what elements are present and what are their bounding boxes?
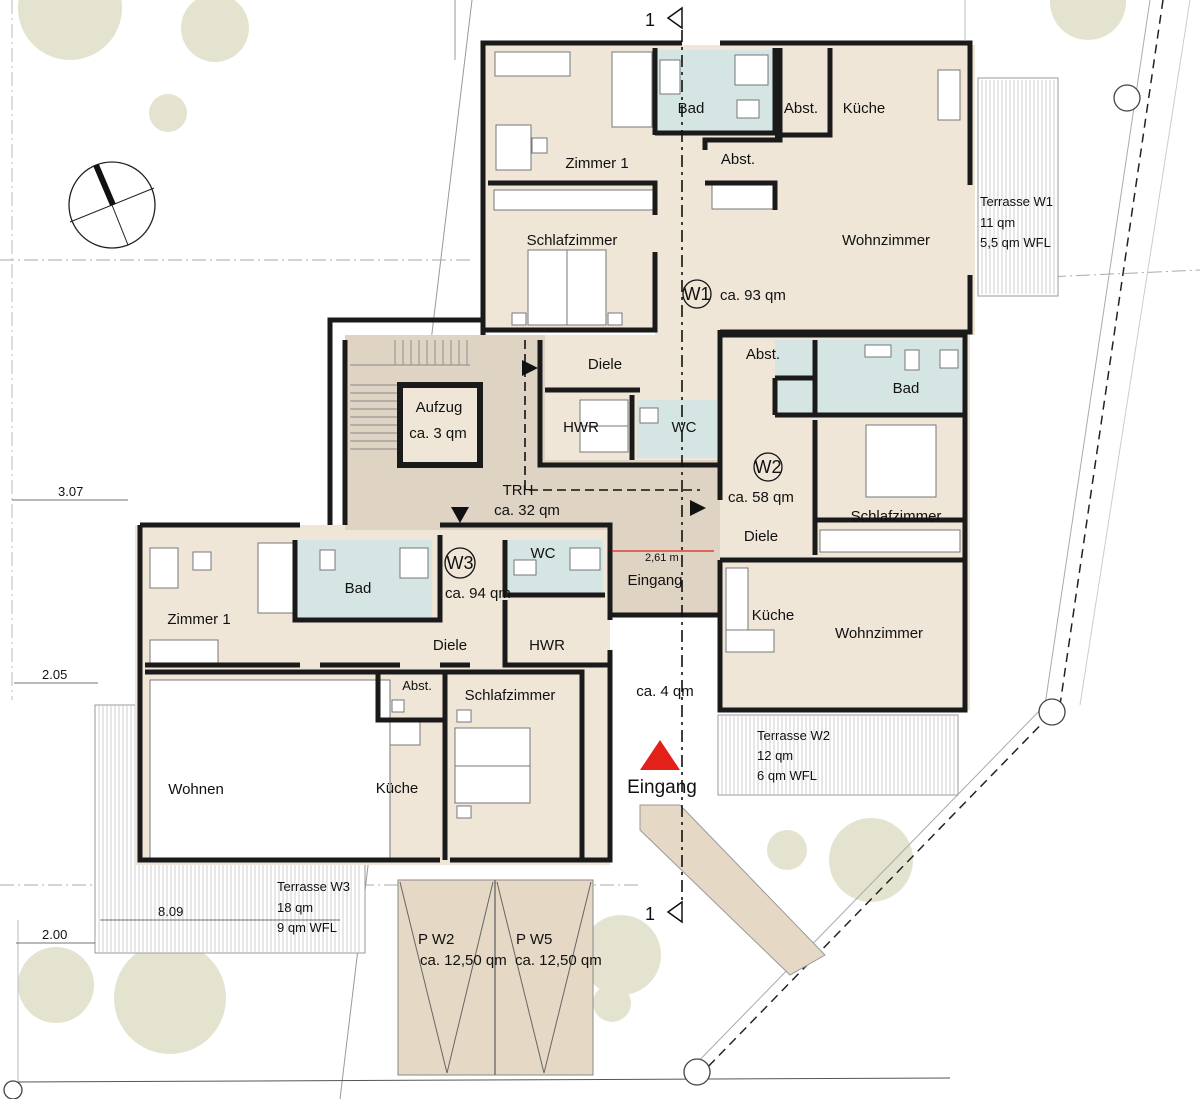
walls (137, 40, 973, 863)
dimension-label: 2.00 (42, 927, 67, 942)
room-label-w3-hwr: HWR (529, 637, 565, 654)
room-label-w2-diele: Diele (744, 528, 778, 545)
room-label-w2-bad: Bad (893, 380, 920, 397)
terrace-w1-wfl: 5,5 qm WFL (980, 235, 1051, 250)
parking-pw5-name: P W5 (516, 931, 552, 948)
room-label-w1-diele: Diele (588, 356, 622, 373)
room-label-w3-diele: Diele (433, 637, 467, 654)
parking-pw2-name: P W2 (418, 931, 454, 948)
room-label-w2-wohnzimmer: Wohnzimmer (835, 625, 923, 642)
site-trees (18, 0, 1126, 1054)
room-label-w3-schlafzimmer: Schlafzimmer (465, 687, 556, 704)
dimension-label: 3.07 (58, 484, 83, 499)
tree (581, 915, 661, 995)
unit-label-w1: W1 (684, 284, 711, 304)
arrow-icon (451, 507, 469, 523)
tree (181, 0, 249, 62)
tree (114, 942, 226, 1054)
unit-area-w3: ca. 94 qm (445, 585, 511, 602)
room-label-w2-schlafzimmer: Schlafzimmer (851, 508, 942, 525)
section-line (451, 30, 706, 900)
terrace-w1-deck (977, 77, 1059, 297)
width-measure-label: 2,61 m (645, 552, 679, 564)
section-label-top: 1 (645, 10, 655, 30)
room-label-w3-wc: WC (531, 545, 556, 562)
entrance-triangle-icon (640, 740, 680, 770)
section-triangle-icon (666, 6, 683, 924)
room-label-w1-schlafzimmer: Schlafzimmer (527, 232, 618, 249)
room-label-w2-abst: Abst. (746, 346, 780, 363)
north-arrow-icon (68, 161, 156, 249)
aufzug-area: ca. 3 qm (409, 425, 467, 442)
room-label-w1-bad: Bad (678, 100, 705, 117)
trh-area: ca. 32 qm (494, 502, 560, 519)
room-label-w1-hwr: HWR (563, 419, 599, 436)
unit-area-w1: ca. 93 qm (720, 287, 786, 304)
arrow-icon (690, 500, 706, 516)
unit-label-w3: W3 (447, 553, 474, 573)
terrace-w2-deck (717, 714, 959, 796)
room-label-w3-bad: Bad (345, 580, 372, 597)
dimension-label: 8.09 (158, 904, 183, 919)
trh-label: TRH (503, 482, 534, 499)
tree (149, 94, 187, 132)
entrance-path (639, 804, 826, 976)
room-label-w3-wohnen: Wohnen (168, 781, 224, 798)
parking-pw5-area: ca. 12,50 qm (515, 952, 602, 969)
terrace-w3-area: 18 qm (277, 900, 313, 915)
main-entrance-label: Eingang (627, 777, 697, 798)
room-label-w3-zimmer1: Zimmer 1 (167, 611, 230, 628)
terrace-w3-name: Terrasse W3 (277, 879, 350, 894)
unit-badge-w1 (682, 279, 712, 309)
room-label-w1-kueche: Küche (843, 100, 886, 117)
room-label-w1-zimmer1: Zimmer 1 (565, 155, 628, 172)
unit-label-w2: W2 (755, 457, 782, 477)
unit-badge-w2 (753, 452, 783, 482)
room-label-w1-wohnzimmer: Wohnzimmer (842, 232, 930, 249)
terrace-w2-area: 12 qm (757, 748, 793, 763)
tree (1050, 0, 1126, 40)
parking-area (397, 879, 594, 1076)
dimension-label: 2.05 (42, 667, 67, 682)
room-label-w3-abst: Abst. (402, 678, 432, 693)
room-label-w1-abst2: Abst. (721, 151, 755, 168)
terrace-w2-name: Terrasse W2 (757, 728, 830, 743)
unit-area-w2: ca. 58 qm (728, 489, 794, 506)
room-label-w3-kueche: Küche (376, 780, 419, 797)
room-label-w1-abst1: Abst. (784, 100, 818, 117)
terrace-w2-wfl: 6 qm WFL (757, 768, 817, 783)
terrace-w1-name: Terrasse W1 (980, 194, 1053, 209)
tree (767, 830, 807, 870)
parking-pw2-area: ca. 12,50 qm (420, 952, 507, 969)
tree (829, 818, 913, 902)
section-label-bottom: 1 (645, 904, 655, 924)
tree (593, 984, 631, 1022)
unit-badge-w3 (444, 547, 476, 579)
furniture (149, 51, 961, 859)
eingang-room-label: Eingang (627, 572, 682, 589)
vestibule-area: ca. 4 qm (636, 683, 694, 700)
tree (18, 947, 94, 1023)
staircase (350, 340, 470, 450)
terrace-w3-wfl: 9 qm WFL (277, 920, 337, 935)
room-label-w2-kueche: Küche (752, 607, 795, 624)
arrow-icon (522, 360, 538, 376)
aufzug-label: Aufzug (416, 399, 463, 416)
dimensions (12, 499, 340, 944)
terrace-w1-area: 11 qm (980, 215, 1015, 230)
tree (18, 0, 122, 60)
room-label-w1-wc: WC (672, 419, 697, 436)
